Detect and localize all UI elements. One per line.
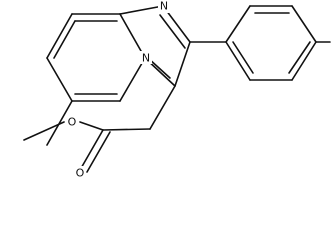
bond-c6-methyl <box>46 100 73 146</box>
atom-labels: N N O O <box>66 0 170 180</box>
bond-tol-1 <box>225 5 251 43</box>
tolyl-ring <box>225 5 317 81</box>
bond-n4-c5 <box>119 57 146 102</box>
chemical-structure-diagram: N N O O <box>23 0 331 180</box>
bond-oester-methyl <box>23 121 65 141</box>
bond-c8a-n1 <box>119 5 164 15</box>
bond-c6-c7 <box>46 57 73 102</box>
atom-n1-label: N <box>160 0 168 13</box>
bond-c7-c8 <box>46 13 73 59</box>
bond-tol-3 <box>291 5 317 43</box>
atom-n1-bg <box>158 0 170 13</box>
atom-o-ester-label: O <box>68 116 77 129</box>
bond-ch2-c-carbonyl <box>102 128 151 131</box>
bond-n1-c2-double <box>159 14 186 49</box>
atom-o-ester-bg <box>66 115 78 129</box>
structure-canvas: N N O O <box>23 0 331 180</box>
bond-tol-6-double <box>232 41 254 74</box>
bond-tol-4-double <box>288 41 311 74</box>
bond-c-oester <box>79 121 104 131</box>
acetate-chain <box>23 85 176 173</box>
bond-tol-6 <box>225 41 251 81</box>
atom-n4-bg <box>140 51 152 64</box>
bond-c7-c8-double <box>53 20 76 59</box>
pyridine-ring <box>46 13 146 102</box>
bond-c3-ch2 <box>149 85 176 130</box>
atom-o-carbonyl-bg <box>74 166 86 180</box>
bond-c8a-n4 <box>119 13 146 59</box>
bond-carbonyl-o <box>79 129 104 171</box>
bond-carbonyl-o-double <box>86 131 111 173</box>
bond-c2-c3 <box>174 41 191 87</box>
imidazole-ring <box>119 5 191 87</box>
atom-n4-label: N <box>142 52 150 65</box>
bond-tol-4 <box>291 41 317 81</box>
atom-o-carbonyl-label: O <box>76 167 85 180</box>
